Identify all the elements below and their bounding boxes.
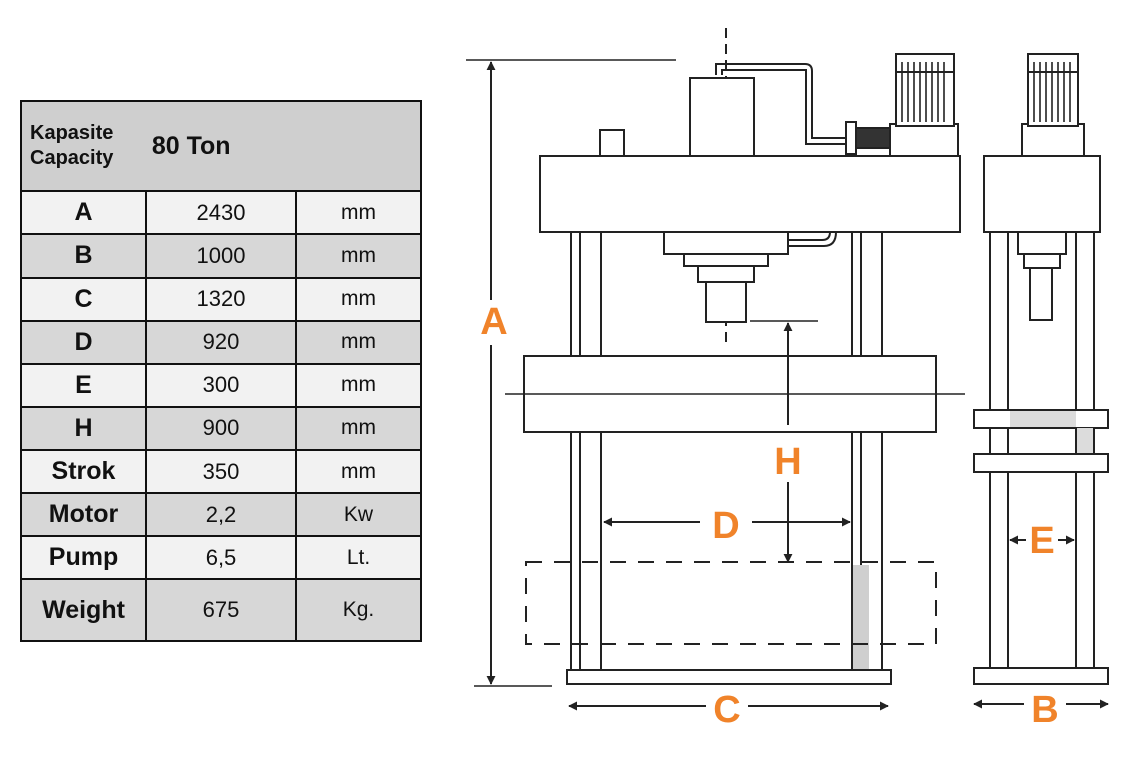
spec-param: E: [20, 362, 147, 408]
spec-unit: mm: [294, 362, 423, 408]
spec-row: Strok 350 mm: [20, 448, 423, 495]
spec-row: Pump 6,5 Lt.: [20, 535, 423, 581]
spec-value: 300: [145, 362, 297, 408]
spec-param: D: [20, 319, 147, 365]
spec-row: Weight 675 Kg.: [20, 578, 423, 642]
spec-unit: mm: [294, 319, 423, 365]
spec-row: D 920 mm: [20, 319, 423, 365]
capacity-label-tr: Kapasite: [30, 122, 114, 145]
side-left-column: [989, 231, 1009, 671]
side-base-plate: [973, 667, 1109, 685]
left-column-lower: [570, 431, 602, 671]
column-shade: [853, 565, 869, 669]
spec-value: 1000: [145, 233, 297, 279]
side-column-shade: [1077, 428, 1093, 454]
base-plate: [566, 669, 892, 685]
spec-unit: Kg.: [294, 578, 423, 642]
spec-unit: mm: [294, 190, 423, 236]
dim-label-d: D: [712, 505, 739, 547]
motor-coupling: [845, 121, 857, 155]
front-view: [466, 28, 965, 687]
spec-param: Motor: [20, 492, 147, 538]
motor-housing: [895, 53, 955, 127]
spec-param: C: [20, 276, 147, 322]
spec-row: B 1000 mm: [20, 233, 423, 279]
side-top-crown: [983, 155, 1101, 233]
spec-param: Strok: [20, 448, 147, 495]
spec-row: E 300 mm: [20, 362, 423, 408]
ram-pipe-inner: [788, 231, 837, 247]
dim-label-e: E: [1029, 520, 1054, 562]
ram-collar: [697, 265, 755, 283]
spec-unit: mm: [294, 276, 423, 322]
left-column-upper: [570, 231, 602, 357]
dashed-bed-outline: [525, 561, 937, 645]
oil-pipe: [715, 63, 846, 139]
side-view: [973, 53, 1109, 685]
spec-value: 1320: [145, 276, 297, 322]
side-platen-shade: [1010, 411, 1076, 427]
spec-table: Kapasite Capacity 80 Ton A 2430 mm B 100…: [19, 99, 423, 642]
dim-label-b: B: [1031, 689, 1058, 731]
ram-pipe: [788, 231, 831, 241]
motor-base: [889, 123, 959, 157]
side-platen-lower: [973, 453, 1109, 473]
top-crown: [539, 155, 961, 233]
spec-value: 2430: [145, 190, 297, 236]
spec-value: 900: [145, 405, 297, 451]
capacity-row: Kapasite Capacity 80 Ton: [19, 99, 423, 193]
side-ram-flange: [1017, 231, 1067, 255]
spec-value: 2,2: [145, 492, 297, 538]
filler-cap: [599, 129, 625, 157]
spec-value: 675: [145, 578, 297, 642]
spec-unit: mm: [294, 233, 423, 279]
spec-value: 6,5: [145, 535, 297, 581]
coupling-band: [855, 127, 891, 149]
spec-unit: Kw: [294, 492, 423, 538]
capacity-labels: Kapasite Capacity: [30, 121, 113, 171]
oil-pipe-inner: [721, 69, 846, 145]
side-ram-collar: [1023, 253, 1061, 269]
spec-param: A: [20, 190, 147, 236]
ram-piston: [705, 281, 747, 323]
capacity-header: Kapasite Capacity 80 Ton: [19, 99, 423, 193]
hydraulic-cylinder: [689, 77, 755, 157]
dim-label-h: H: [774, 441, 801, 483]
capacity-value: 80 Ton: [151, 131, 231, 160]
spec-unit: mm: [294, 448, 423, 495]
spec-value: 350: [145, 448, 297, 495]
spec-unit: Lt.: [294, 535, 423, 581]
spec-row: C 1320 mm: [20, 276, 423, 322]
ram-flange: [663, 231, 789, 255]
spec-param: Pump: [20, 535, 147, 581]
spec-value: 920: [145, 319, 297, 365]
spec-row: Motor 2,2 Kw: [20, 492, 423, 538]
side-motor-base: [1021, 123, 1085, 157]
spec-param: Weight: [20, 578, 147, 642]
spec-param: B: [20, 233, 147, 279]
spec-row: H 900 mm: [20, 405, 423, 451]
dim-label-a: A: [480, 301, 507, 343]
spec-param: H: [20, 405, 147, 451]
right-column-upper: [851, 231, 883, 357]
dimension-labels: A H D E C B: [480, 301, 1058, 731]
spec-row: A 2430 mm: [20, 190, 423, 236]
spec-unit: mm: [294, 405, 423, 451]
dim-label-c: C: [713, 689, 740, 731]
side-ram-piston: [1029, 267, 1053, 321]
capacity-label-en: Capacity: [30, 147, 114, 170]
ram-flange-lower: [683, 253, 769, 267]
dimension-lines: [486, 61, 1109, 711]
